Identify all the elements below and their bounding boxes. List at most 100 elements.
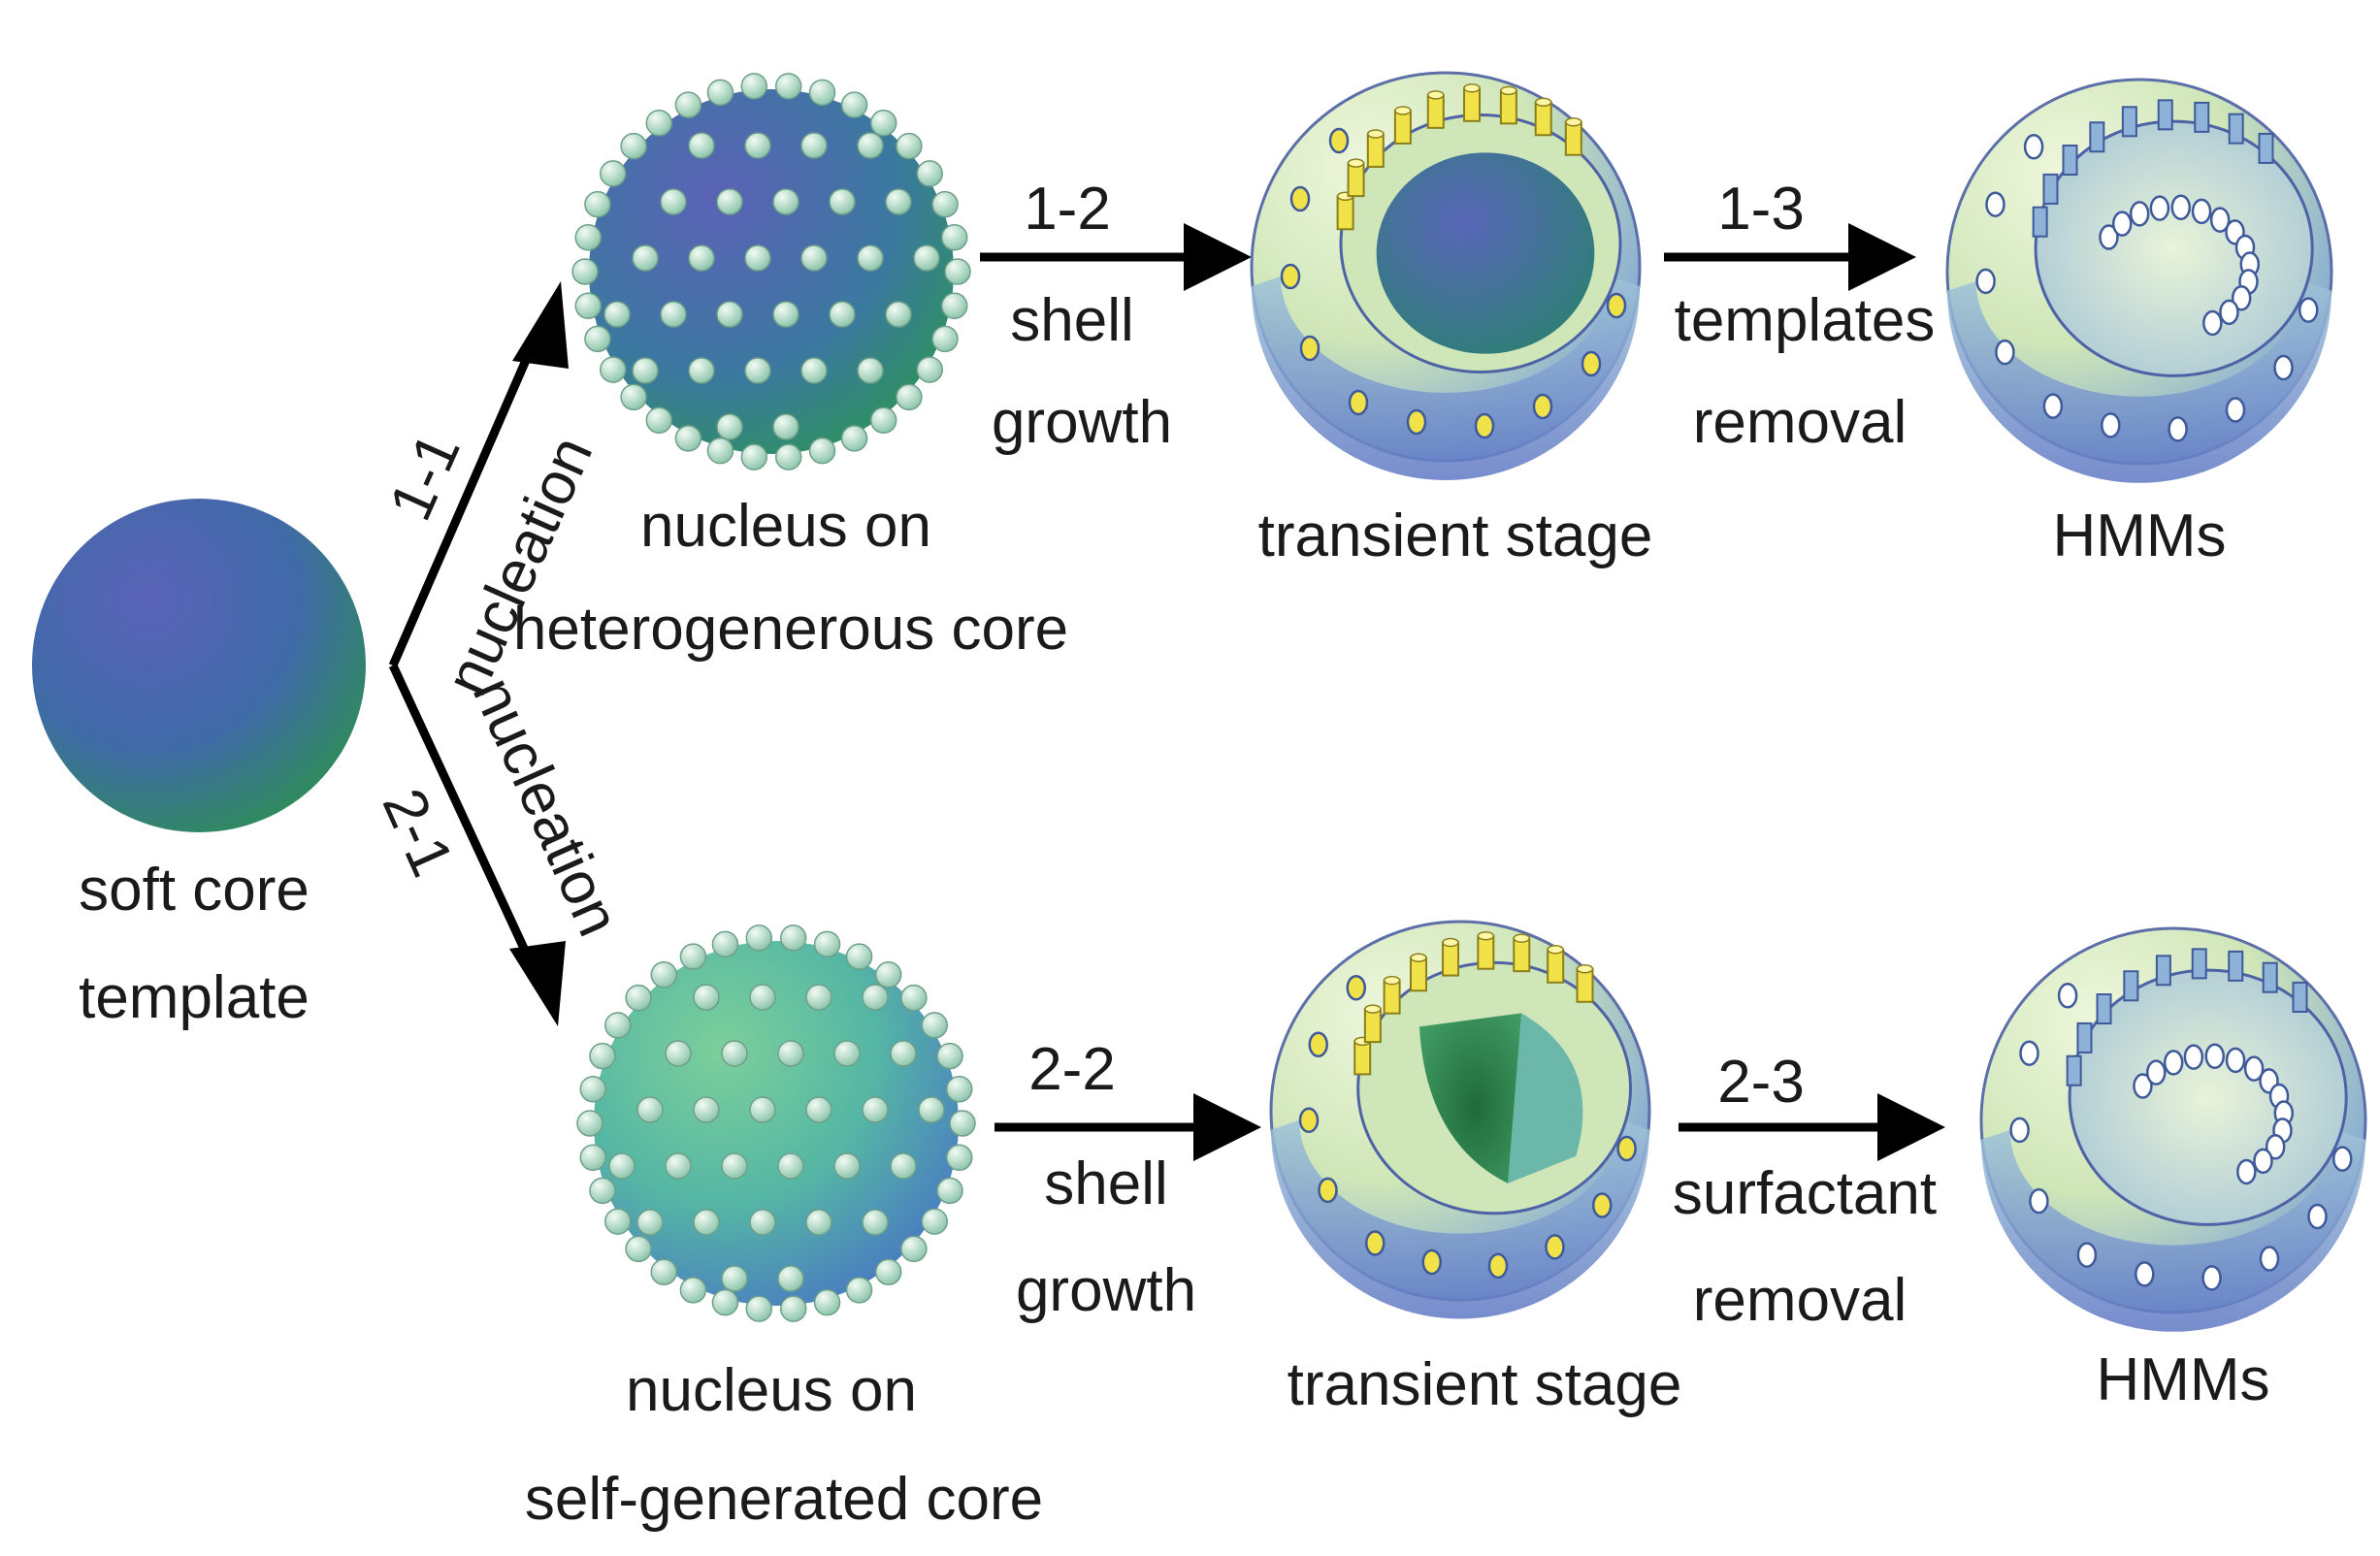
hmm-particle-1: [1945, 78, 2333, 483]
shell-pore: [2298, 297, 2319, 323]
edge-bead: [874, 1258, 902, 1285]
shell-pore: [1328, 127, 1350, 154]
edge-bead: [584, 325, 611, 353]
edge-bead: [574, 223, 603, 251]
surface-bead: [772, 301, 799, 328]
transient2-label: transient stage: [1287, 1351, 1682, 1418]
template-pillar: [1353, 1040, 1372, 1076]
branch-arrow-bottom: [388, 664, 543, 982]
edge-bead: [645, 110, 673, 137]
surface-bead: [665, 1040, 692, 1067]
surface-bead: [721, 1152, 748, 1180]
inner-core-wedge: [1418, 1013, 1522, 1183]
edge-bead: [706, 79, 734, 107]
surface-bead: [862, 984, 889, 1011]
edge-bead: [604, 1208, 632, 1235]
inner-pore: [2099, 224, 2119, 250]
edge-bead: [674, 91, 702, 118]
edge-bead: [936, 1177, 963, 1205]
nucleus2-label-line1: nucleus on: [626, 1357, 917, 1424]
surface-bead: [833, 1152, 861, 1180]
surface-bead: [857, 132, 884, 159]
edge-bead: [620, 383, 647, 411]
edge-bead: [579, 1075, 607, 1103]
edge-bead: [845, 943, 873, 970]
template-pillar: [1547, 948, 1565, 984]
surface-bead: [688, 357, 715, 384]
edge-bead: [900, 1235, 928, 1263]
edge-bead: [679, 1277, 707, 1304]
pillar-top: [1513, 933, 1531, 943]
surface-bead: [805, 1096, 832, 1123]
edge-bead: [740, 443, 768, 470]
branch-arrowhead-top: [512, 281, 569, 369]
edge-bead: [931, 325, 959, 353]
shell-lower-band: [1271, 1119, 1649, 1319]
arrow-2-3-line2: removal: [1692, 1267, 1907, 1334]
template-pillar: [1409, 956, 1427, 992]
inner-pore: [2204, 1043, 2225, 1069]
cutaway-opening: [2068, 968, 2348, 1226]
shell-pore: [2168, 416, 2188, 442]
edge-bead: [645, 406, 673, 434]
template-pillar: [1336, 195, 1354, 231]
edge-bead: [745, 1295, 773, 1322]
surface-bead: [862, 1096, 889, 1123]
edge-bead: [840, 91, 868, 118]
edge-bead: [808, 79, 836, 107]
surface-bead: [833, 1040, 861, 1067]
nucleus2-label-line2: self-generated core: [524, 1466, 1044, 1533]
edge-bead: [650, 961, 678, 989]
edge-bead: [574, 292, 603, 320]
edge-bead: [945, 1144, 973, 1172]
shell-pore: [1606, 292, 1627, 319]
shell-pore: [2057, 983, 2078, 1009]
pillar-top: [1364, 1004, 1382, 1014]
template-pillar: [1534, 101, 1552, 137]
edge-bead: [949, 1110, 976, 1137]
soft-core-label-line2: template: [79, 964, 310, 1031]
pillar-top: [1500, 85, 1517, 96]
edge-bead: [845, 1277, 873, 1304]
shell-pore: [1474, 412, 1495, 439]
inner-pore: [2253, 1148, 2273, 1175]
surface-bead: [665, 1152, 692, 1180]
surface-bead: [744, 357, 771, 384]
rim-wall-segment: [2089, 121, 2105, 153]
edge-bead: [940, 292, 968, 320]
pillar-top: [1442, 937, 1459, 948]
rim-wall-segment: [2258, 132, 2274, 164]
rim-wall-segment: [2096, 993, 2112, 1025]
surface-bead: [632, 357, 659, 384]
inner-pore: [2149, 195, 2170, 221]
surface-bead: [693, 1209, 720, 1236]
arrow-2-2-line1: shell: [1044, 1151, 1168, 1217]
nucleus1-label-line2: heterogenerous core: [512, 596, 1069, 663]
shell-pore: [2019, 1040, 2039, 1066]
surface-bead: [721, 1040, 748, 1067]
edge-bead: [779, 1295, 807, 1322]
shell-pore: [1581, 350, 1602, 377]
edge-bead: [779, 924, 807, 952]
inner-pore: [2183, 1044, 2204, 1070]
edge-bead: [936, 1042, 963, 1070]
shell-pore: [1406, 408, 1427, 436]
template-pillar: [1576, 967, 1594, 1003]
pillar-top: [1463, 83, 1481, 93]
inner-pore: [2133, 1073, 2153, 1099]
shell-lower-band: [1252, 276, 1640, 480]
surface-bead: [800, 357, 828, 384]
edge-bead: [579, 1144, 607, 1172]
edge-bead: [711, 930, 739, 958]
shell-pore: [1299, 335, 1320, 362]
edge-bead: [604, 1012, 632, 1039]
edge-bead: [589, 1042, 616, 1070]
pillar-top: [1347, 158, 1365, 168]
arrowhead-2-2: [1193, 1093, 1261, 1161]
rim-wall-segment: [2194, 101, 2210, 133]
inner-pore: [2243, 1055, 2265, 1082]
rim-wall-segment: [2262, 961, 2278, 993]
edge-bead: [921, 1012, 948, 1039]
pillar-top: [1394, 106, 1412, 115]
